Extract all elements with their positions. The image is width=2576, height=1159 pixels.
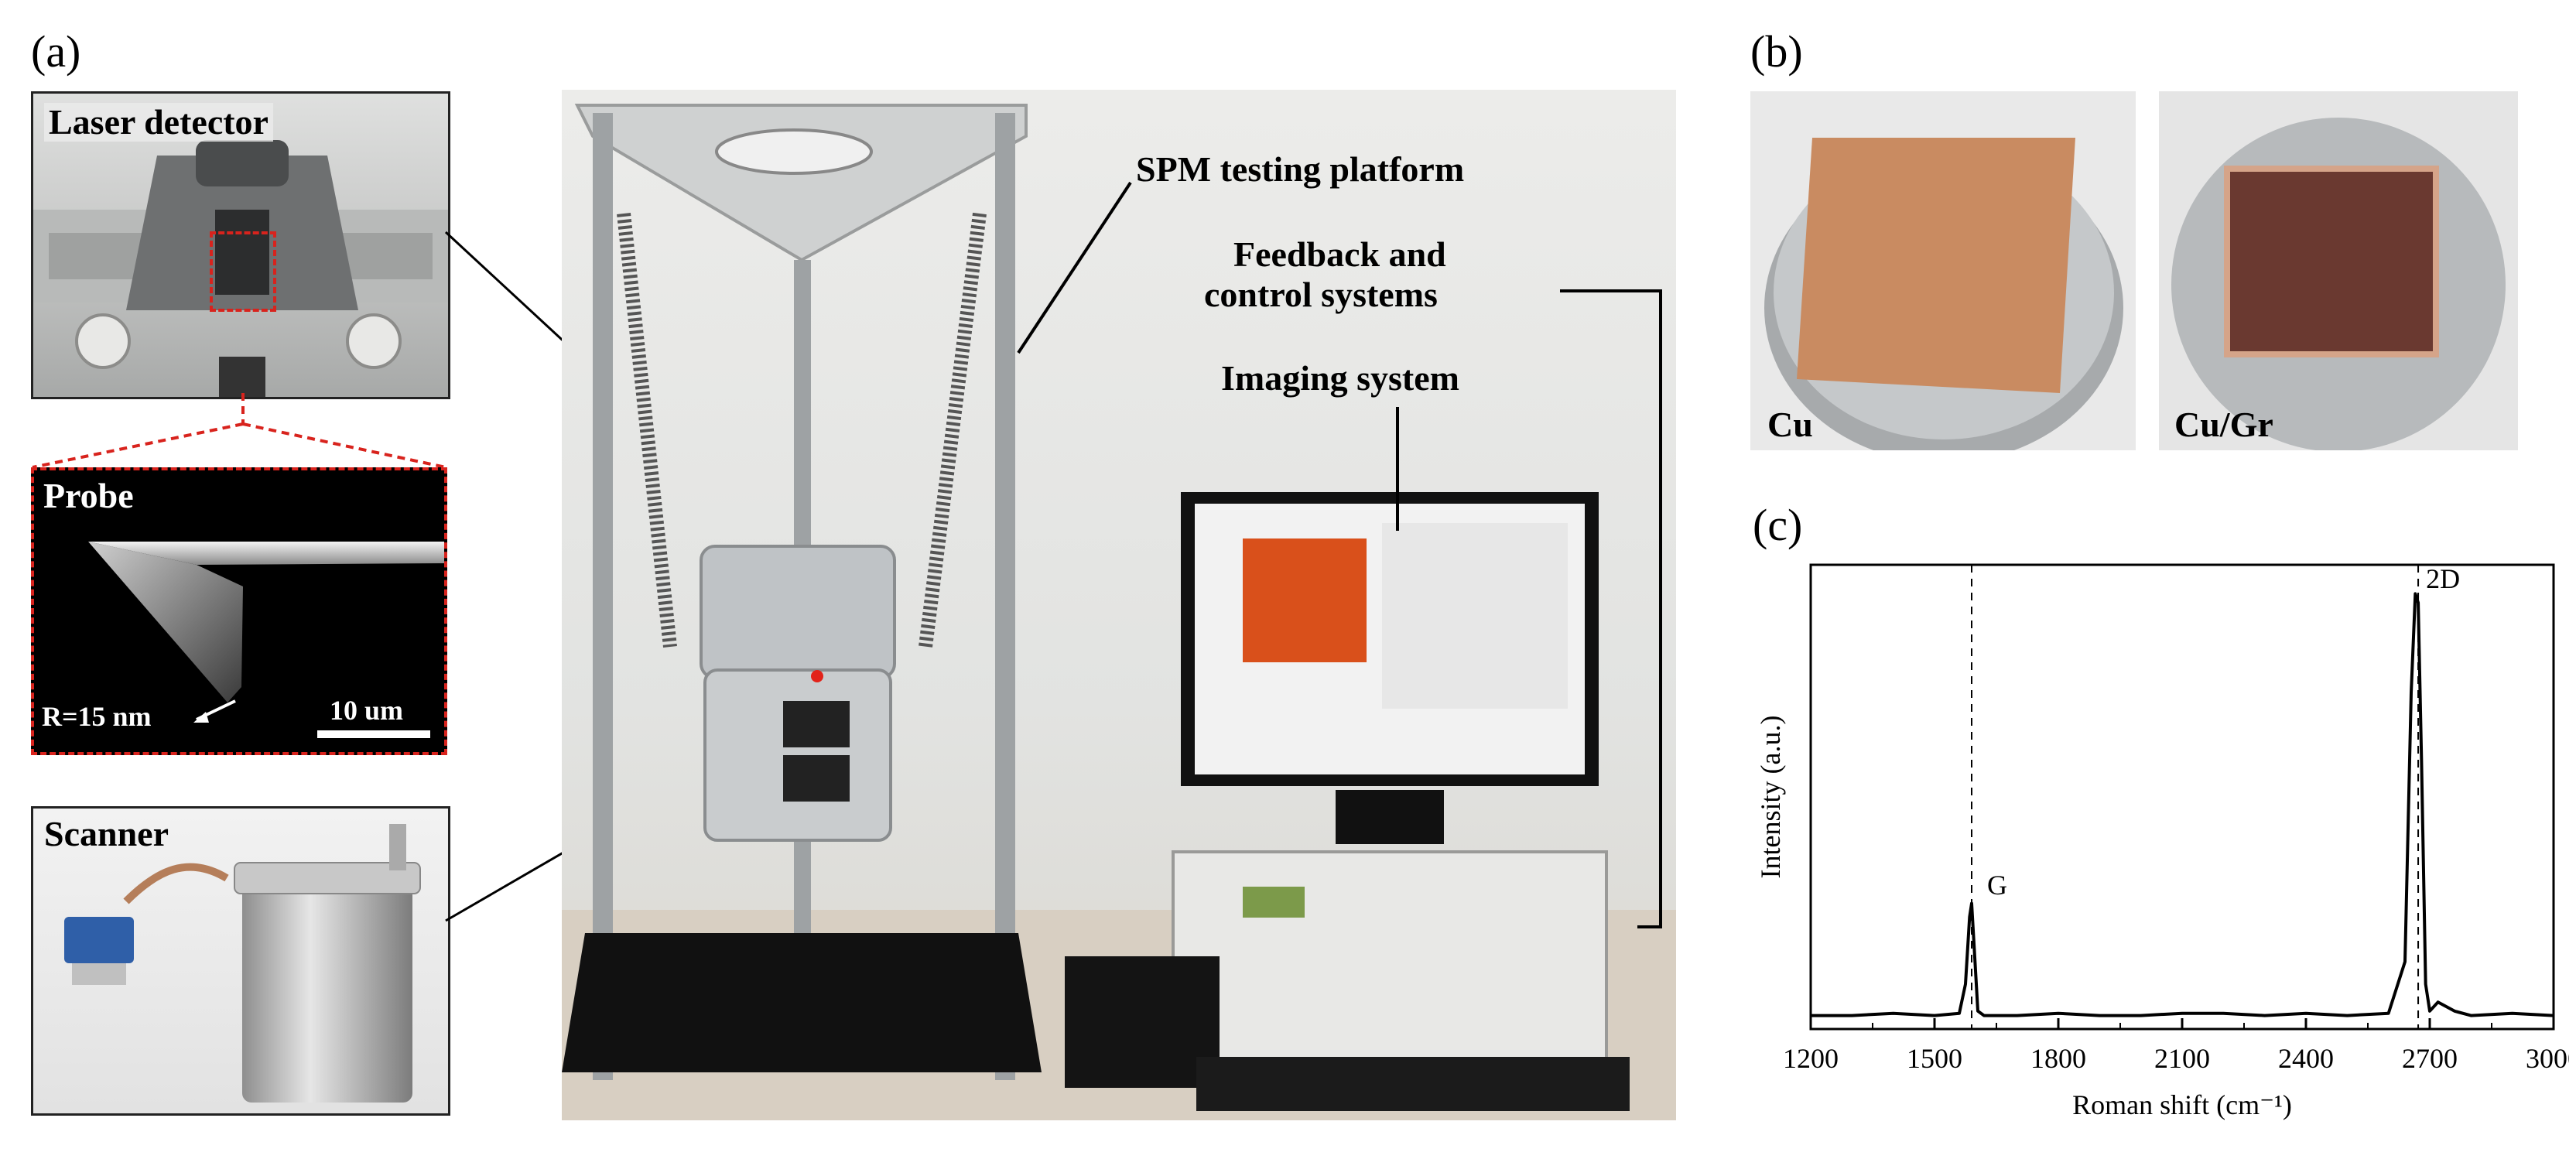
peak-label-0: G [1987,870,2007,901]
cu-gr-sample-illustration [2171,118,2506,450]
x-tick-label-0: 1200 [1783,1043,1839,1074]
cu-sample-photo: Cu [1750,91,2136,450]
probe-sem-illustration [88,542,444,703]
panel-label-c: (c) [1753,500,1803,550]
cu-sample-illustration [1764,138,2123,450]
scanner-label: Scanner [44,814,169,853]
x-tick-label-3: 2100 [2154,1043,2210,1074]
radius-arrow-icon [193,699,236,723]
scanner-photo: Scanner [31,806,450,1116]
cu-gr-sample-photo: Cu/Gr [2159,91,2518,450]
x-tick-label-2: 1800 [2030,1043,2086,1074]
cu-gr-sample-label: Cu/Gr [2174,405,2273,444]
annotation-feedback-line1: Feedback and [1233,234,1446,274]
x-tick-label-4: 2400 [2278,1043,2334,1074]
annotation-spm-platform: SPM testing platform [1136,149,1465,189]
peak-label-1: 2D [2426,563,2460,594]
laser-detector-label: Laser detector [44,103,273,142]
cu-sample-label: Cu [1767,405,1813,444]
chart-plot-group: 1200 1500 1800 2100 2400 2700 3000 G 2D Roman shi… [1755,563,2569,1120]
y-axis-label: Intensity (a.u.) [1755,716,1786,879]
panel-label-b: (b) [1750,26,1803,77]
scale-bar [317,730,430,738]
series-line-0 [1811,592,2554,1017]
probe-sem-frame: Probe R=15 nm 10 um [31,467,447,755]
annotation-leader-lines [1017,181,1662,928]
annotation-imaging-system: Imaging system [1221,358,1459,398]
spm-platform-photo: SPM testing platform Feedback and contro… [562,90,1676,1120]
probe-zoom-connector [32,393,446,469]
scanner-illustration [64,824,421,1103]
probe-radius-label: R=15 nm [42,701,152,732]
x-tick-label-6: 3000 [2526,1043,2569,1074]
plot-frame [1809,563,2555,1031]
raman-spectrum-chart: 1200 1500 1800 2100 2400 2700 3000 G 2D Roman shi… [1755,563,2569,1120]
scale-bar-label: 10 um [330,695,404,726]
laser-detector-photo: Laser detector [31,91,450,399]
probe-label: Probe [43,476,134,515]
probe-region-marker [210,231,276,312]
spm-platform-illustration [562,104,1676,1120]
panel-label-a: (a) [31,26,81,77]
x-tick-label-5: 2700 [2402,1043,2458,1074]
laser-detector-illustration [33,140,448,397]
annotation-feedback-line2: control systems [1204,275,1438,314]
x-tick-label-1: 1500 [1907,1043,1962,1074]
x-axis-label: Roman shift (cm⁻¹) [2072,1089,2292,1120]
